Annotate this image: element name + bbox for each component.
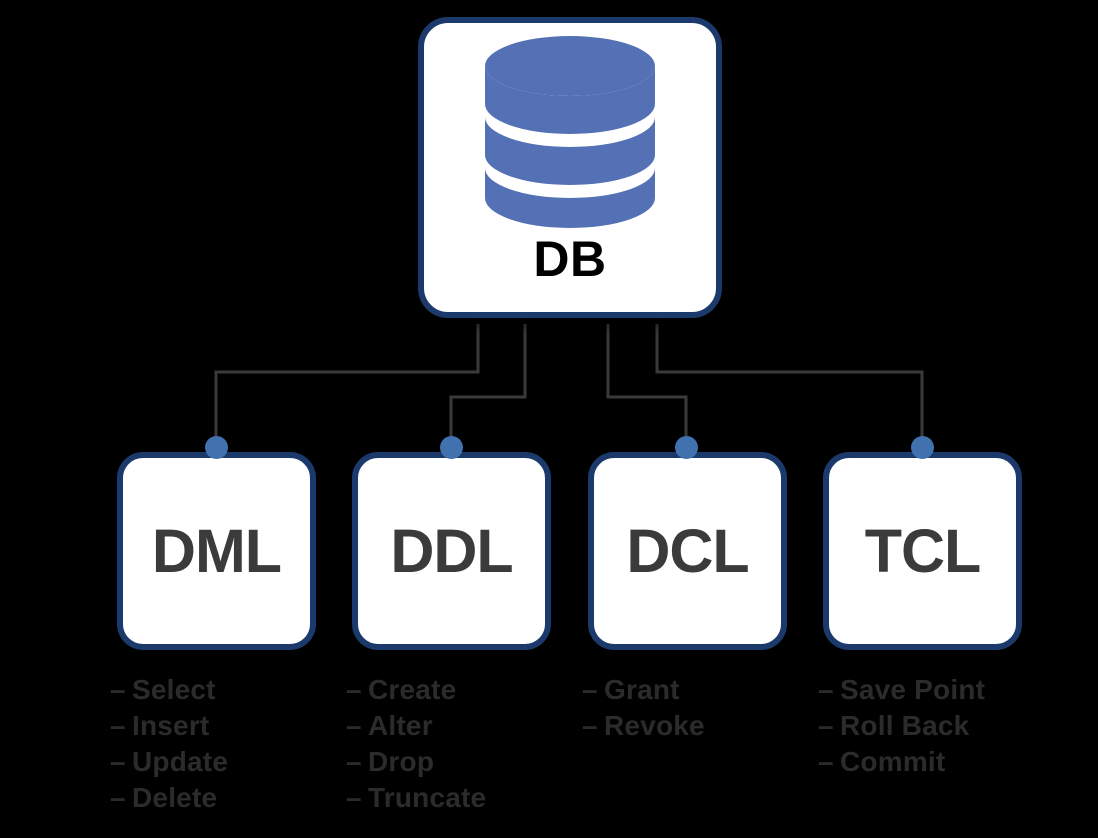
db-root-label: DB xyxy=(533,231,607,287)
connector-db-to-ddl xyxy=(449,318,527,447)
bullet-dash-icon: – xyxy=(818,710,834,741)
branch-label-dcl: DCL xyxy=(626,516,749,585)
list-item: –Delete xyxy=(110,780,228,816)
list-item: –Select xyxy=(110,672,228,708)
list-item: –Commit xyxy=(818,744,985,780)
connector-dot-tcl xyxy=(911,436,934,459)
branch-label-ddl: DDL xyxy=(390,516,513,585)
branch-card-dcl[interactable]: DCL xyxy=(588,452,787,650)
bullet-dash-icon: – xyxy=(110,710,126,741)
list-item: –Alter xyxy=(346,708,486,744)
list-item-label: Select xyxy=(132,674,216,705)
branch-items-ddl: –Create –Alter –Drop –Truncate xyxy=(346,672,486,816)
connector-db-to-tcl xyxy=(655,318,924,447)
list-item-label: Commit xyxy=(840,746,946,777)
list-item: –Insert xyxy=(110,708,228,744)
list-item-label: Delete xyxy=(132,782,218,813)
connector-db-to-dml xyxy=(214,318,480,447)
connector-dot-dcl xyxy=(675,436,698,459)
list-item: –Drop xyxy=(346,744,486,780)
list-item-label: Save Point xyxy=(840,674,986,705)
connector-db-to-dcl xyxy=(606,318,688,447)
list-item-label: Truncate xyxy=(368,782,487,813)
list-item-label: Insert xyxy=(132,710,210,741)
bullet-dash-icon: – xyxy=(582,674,598,705)
branch-label-dml: DML xyxy=(151,516,282,585)
list-item-label: Grant xyxy=(604,674,680,705)
list-item: –Create xyxy=(346,672,486,708)
branch-card-tcl[interactable]: TCL xyxy=(823,452,1022,650)
bullet-dash-icon: – xyxy=(110,782,126,813)
list-item: –Truncate xyxy=(346,780,486,816)
list-item-label: Alter xyxy=(368,710,433,741)
list-item: –Save Point xyxy=(818,672,985,708)
bullet-dash-icon: – xyxy=(346,746,362,777)
bullet-dash-icon: – xyxy=(818,746,834,777)
list-item: –Update xyxy=(110,744,228,780)
db-root-card[interactable]: DB xyxy=(418,17,722,318)
list-item-label: Revoke xyxy=(604,710,705,741)
list-item-label: Drop xyxy=(368,746,435,777)
database-cylinder-icon xyxy=(477,36,663,232)
branch-label-tcl: TCL xyxy=(864,516,982,585)
bullet-dash-icon: – xyxy=(110,674,126,705)
bullet-dash-icon: – xyxy=(818,674,834,705)
list-item: –Grant xyxy=(582,672,705,708)
list-item: –Revoke xyxy=(582,708,705,744)
bullet-dash-icon: – xyxy=(110,746,126,777)
list-item: –Roll Back xyxy=(818,708,985,744)
branch-card-ddl[interactable]: DDL xyxy=(352,452,551,650)
bullet-dash-icon: – xyxy=(346,782,362,813)
branch-card-dml[interactable]: DML xyxy=(117,452,316,650)
list-item-label: Update xyxy=(132,746,229,777)
bullet-dash-icon: – xyxy=(582,710,598,741)
list-item-label: Roll Back xyxy=(840,710,970,741)
bullet-dash-icon: – xyxy=(346,674,362,705)
branch-items-dcl: –Grant –Revoke xyxy=(582,672,705,744)
branch-items-dml: –Select –Insert –Update –Delete xyxy=(110,672,228,816)
connector-dot-dml xyxy=(205,436,228,459)
branch-items-tcl: –Save Point –Roll Back –Commit xyxy=(818,672,985,780)
bullet-dash-icon: – xyxy=(346,710,362,741)
connector-dot-ddl xyxy=(440,436,463,459)
list-item-label: Create xyxy=(368,674,457,705)
